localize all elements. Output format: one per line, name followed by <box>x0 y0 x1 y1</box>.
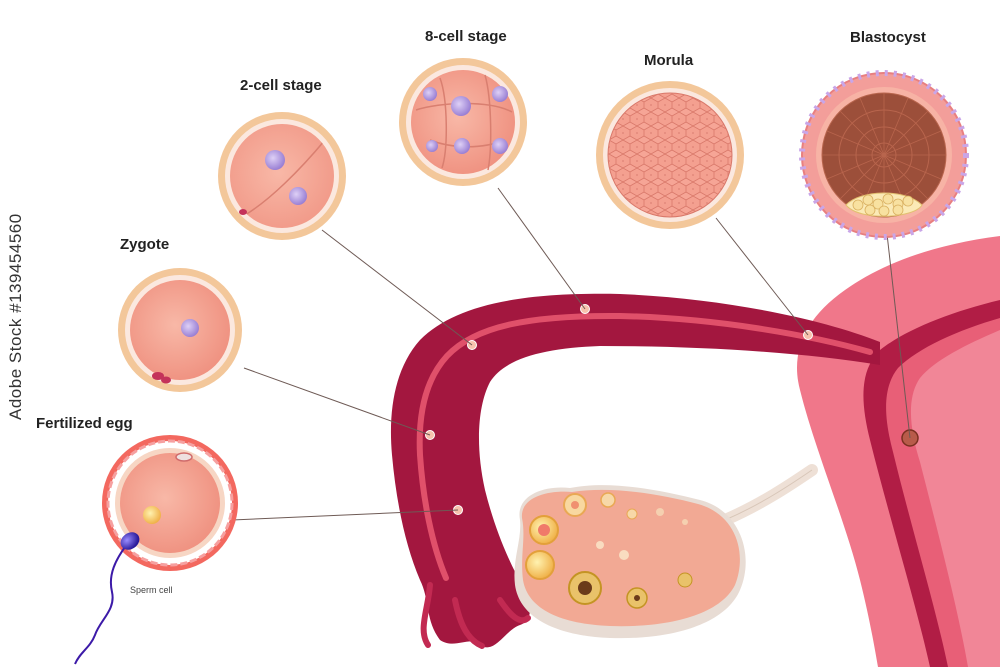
eight-cell-stage <box>399 58 527 186</box>
blastocyst <box>799 70 969 240</box>
two-cell-stage <box>218 112 346 240</box>
label-2-cell-stage: 2-cell stage <box>240 77 322 94</box>
uterus <box>797 236 1000 667</box>
zygote <box>118 268 242 392</box>
label-zygote: Zygote <box>120 236 170 253</box>
ovarian-ligament <box>719 464 818 526</box>
watermark-text: Adobe Stock #139454560 <box>6 213 26 420</box>
label-morula: Morula <box>644 52 694 69</box>
sperm-cell <box>74 532 140 665</box>
ovary <box>514 485 746 639</box>
leader-lines <box>231 187 911 521</box>
label-fertilized-egg: Fertilized egg <box>36 415 133 432</box>
morula <box>596 81 744 229</box>
watermark-brand: Adobe Stock <box>6 318 25 420</box>
label-8-cell-stage: 8-cell stage <box>425 28 507 45</box>
label-sperm-cell: Sperm cell <box>130 585 173 595</box>
label-blastocyst: Blastocyst <box>850 29 926 46</box>
watermark-id: #139454560 <box>6 213 25 313</box>
fallopian-tube <box>390 293 880 649</box>
